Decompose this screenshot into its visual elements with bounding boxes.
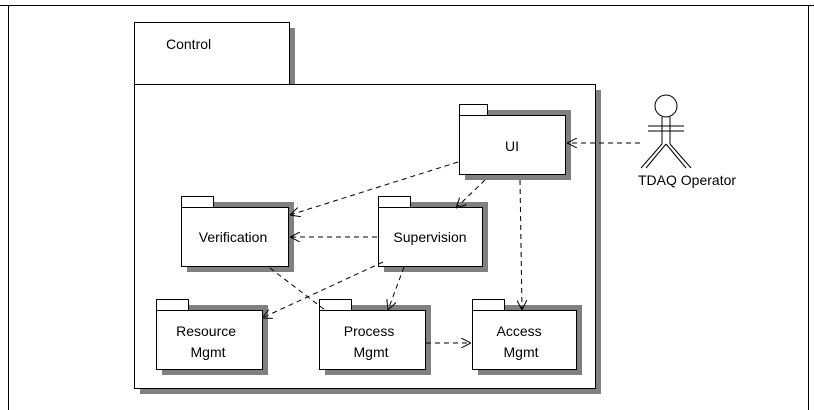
dep-supervision-to-process [388,266,405,310]
resource-mgmt-package: Resource Mgmt [156,299,268,375]
access-mgmt-package: Access Mgmt [472,299,582,375]
access-mgmt-label-line2: Mgmt [504,344,539,360]
resource-mgmt-label-line1: Resource [176,323,236,339]
verification-package-label: Verification [199,229,267,245]
dep-verification-to-process [269,267,326,311]
svg-text:Process Mgmt: Process Mgmt [344,323,398,360]
process-mgmt-label-line2: Mgmt [354,344,389,360]
dep-supervision-to-resource [262,261,384,318]
tdaq-operator-actor-icon [640,94,692,169]
access-mgmt-label-line1: Access [496,323,541,339]
verification-package: Verification [181,196,294,272]
process-mgmt-label-line1: Process [344,323,395,339]
dep-ui-to-verification [290,161,459,215]
tdaq-operator-label: TDAQ Operator [638,172,736,188]
ui-package-label: UI [505,138,519,154]
process-mgmt-package: Process Mgmt [319,299,431,375]
supervision-package-label: Supervision [393,229,466,245]
resource-mgmt-label-line2: Mgmt [191,344,226,360]
dep-ui-to-access [520,179,522,310]
control-package-label: Control [166,36,211,52]
svg-text:Resource Mgmt: Resource Mgmt [176,323,240,360]
supervision-package: Supervision [378,196,488,272]
dep-ui-to-supervision [456,179,486,208]
svg-text:Access Mgmt: Access Mgmt [496,323,545,360]
ui-package: UI [459,104,571,180]
